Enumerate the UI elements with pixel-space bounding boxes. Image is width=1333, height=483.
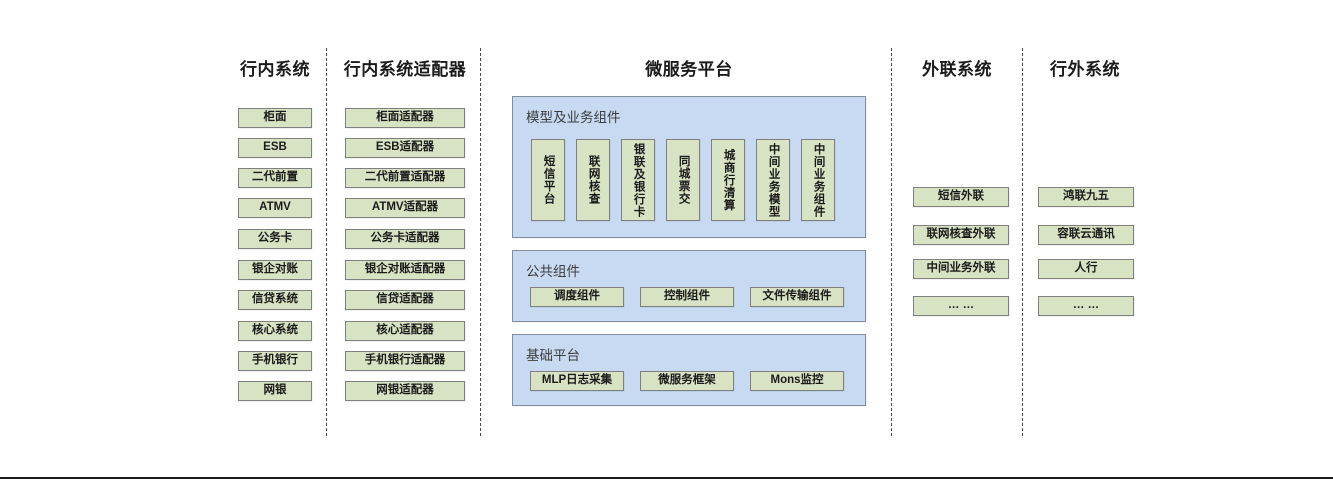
panel-public-components: 公共组件 [512,250,866,322]
panel-title-base-platform: 基础平台 [526,348,580,363]
node-base-platform-1[interactable]: MLP日志采集 [530,371,624,391]
node-in-bank-system-3[interactable]: 二代前置 [238,168,312,188]
node-public-component-1[interactable]: 调度组件 [530,287,624,307]
node-external-link-system-1[interactable]: 短信外联 [913,187,1009,207]
node-public-component-2[interactable]: 控制组件 [640,287,734,307]
node-external-link-system-4[interactable]: … … [913,296,1009,316]
node-model-component-5[interactable]: 城商行清算 [711,139,745,221]
column-divider-1 [326,48,327,436]
node-in-bank-adapter-6[interactable]: 银企对账适配器 [345,260,465,280]
node-in-bank-system-1[interactable]: 柜面 [238,108,312,128]
node-model-component-7[interactable]: 中间业务组件 [801,139,835,221]
column-title-microservice-platform: 微服务平台 [645,60,733,79]
bottom-divider-rule [0,477,1333,479]
panel-title-public-components: 公共组件 [526,264,580,279]
column-title-off-bank-systems: 行外系统 [1050,60,1120,79]
column-title-in-bank-systems: 行内系统 [240,60,310,79]
column-title-external-link-systems: 外联系统 [922,60,992,79]
node-off-bank-system-1[interactable]: 鸿联九五 [1038,187,1134,207]
node-in-bank-adapter-2[interactable]: ESB适配器 [345,138,465,158]
node-in-bank-adapter-8[interactable]: 核心适配器 [345,321,465,341]
node-base-platform-2[interactable]: 微服务框架 [640,371,734,391]
node-off-bank-system-4[interactable]: … … [1038,296,1134,316]
node-in-bank-adapter-7[interactable]: 信贷适配器 [345,290,465,310]
node-in-bank-adapter-10[interactable]: 网银适配器 [345,381,465,401]
panel-base-platform: 基础平台 [512,334,866,406]
column-title-in-bank-adapters: 行内系统适配器 [343,60,467,79]
node-in-bank-system-4[interactable]: ATMV [238,198,312,218]
node-in-bank-system-2[interactable]: ESB [238,138,312,158]
column-divider-3 [891,48,892,436]
node-in-bank-system-7[interactable]: 信贷系统 [238,290,312,310]
node-model-component-1[interactable]: 短信平台 [531,139,565,221]
node-in-bank-adapter-5[interactable]: 公务卡适配器 [345,229,465,249]
column-divider-4 [1022,48,1023,436]
node-in-bank-system-8[interactable]: 核心系统 [238,321,312,341]
node-base-platform-3[interactable]: Mons监控 [750,371,844,391]
node-external-link-system-2[interactable]: 联网核查外联 [913,225,1009,245]
column-divider-2 [480,48,481,436]
node-in-bank-system-6[interactable]: 银企对账 [238,260,312,280]
node-external-link-system-3[interactable]: 中间业务外联 [913,259,1009,279]
node-in-bank-system-5[interactable]: 公务卡 [238,229,312,249]
panel-title-model-and-business-components: 模型及业务组件 [526,110,621,125]
node-in-bank-system-10[interactable]: 网银 [238,381,312,401]
node-model-component-4[interactable]: 同城票交 [666,139,700,221]
node-model-component-3[interactable]: 银联及银行卡 [621,139,655,221]
node-off-bank-system-2[interactable]: 容联云通讯 [1038,225,1134,245]
node-model-component-2[interactable]: 联网核查 [576,139,610,221]
node-model-component-6[interactable]: 中间业务模型 [756,139,790,221]
node-in-bank-adapter-9[interactable]: 手机银行适配器 [345,351,465,371]
node-in-bank-adapter-1[interactable]: 柜面适配器 [345,108,465,128]
node-in-bank-system-9[interactable]: 手机银行 [238,351,312,371]
node-public-component-3[interactable]: 文件传输组件 [750,287,844,307]
node-off-bank-system-3[interactable]: 人行 [1038,259,1134,279]
node-in-bank-adapter-3[interactable]: 二代前置适配器 [345,168,465,188]
node-in-bank-adapter-4[interactable]: ATMV适配器 [345,198,465,218]
